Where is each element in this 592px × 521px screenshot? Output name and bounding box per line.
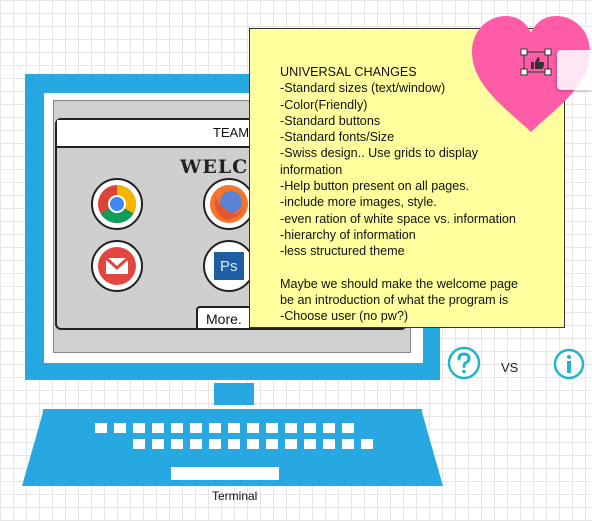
note-line: -Standard fonts/Size [280,130,395,145]
keyboard-key [209,439,221,449]
heart-shape[interactable] [470,14,592,136]
note-paragraph-line: be an introduction of what the program i… [280,292,509,307]
note-line: -even ration of white space vs. informat… [280,211,516,226]
vs-label: VS [501,360,519,375]
gmail-icon[interactable] [91,240,143,292]
note-line: -Help button present on all pages. [280,179,470,194]
keyboard-key [342,439,354,449]
keyboard-key [171,439,183,449]
keyboard-key [304,439,316,449]
note-line: -Standard sizes (text/window) [280,81,446,96]
keyboard-key [266,423,278,433]
photoshop-icon[interactable]: Ps [203,240,255,292]
chrome-icon[interactable] [91,178,143,230]
note-line: -Color(Friendly) [280,97,368,112]
side-panel-tab[interactable] [557,50,592,90]
note-line: -include more images, style. [280,195,437,210]
keyboard-key [247,423,259,433]
keyboard-key [342,423,354,433]
keyboard-key [95,423,107,433]
firefox-icon[interactable] [203,178,255,230]
keyboard-key [152,423,164,433]
keyboard-key [228,439,240,449]
keyboard-key [190,439,202,449]
note-line: -hierarchy of information [280,227,416,242]
more-button[interactable]: More. [196,306,256,328]
keyboard-key [266,439,278,449]
keyboard-key [323,423,335,433]
note-line: -less structured theme [280,244,405,259]
note-paragraph-line: -Choose user (no pw?) [280,309,409,324]
keyboard-key [304,423,316,433]
note-line: UNIVERSAL CHANGES [280,65,417,79]
keyboard-key [323,439,335,449]
keyboard-key [133,423,145,433]
keyboard-key [361,439,373,449]
keyboard-spacebar [171,467,279,480]
note-line: -Swiss design.. Use grids to display [280,146,479,161]
note-paragraph-line: Maybe we should make the welcome page [280,276,519,291]
note-line: -Standard buttons [280,113,381,128]
photoshop-icon-label: Ps [220,258,238,275]
sticky-note-text: UNIVERSAL CHANGES -Standard sizes (text/… [280,64,562,324]
question-icon[interactable] [447,346,481,380]
keyboard-key [133,439,145,449]
keyboard-key [285,439,297,449]
thumbs-up-icon[interactable] [520,48,552,76]
note-line: information [280,162,343,177]
keyboard-key [171,423,183,433]
keyboard-key [152,439,164,449]
info-icon[interactable] [553,348,585,380]
keyboard-key [190,423,202,433]
terminal-label: Terminal [212,489,258,503]
keyboard-key [247,439,259,449]
keyboard-key [285,423,297,433]
sticky-note[interactable] [249,28,565,328]
keyboard-key [228,423,240,433]
keyboard-top-edge [43,409,422,413]
welcome-heading: WELCO [180,156,266,178]
monitor-stand [214,383,254,405]
keyboard-key [209,423,221,433]
keyboard-key [114,423,126,433]
